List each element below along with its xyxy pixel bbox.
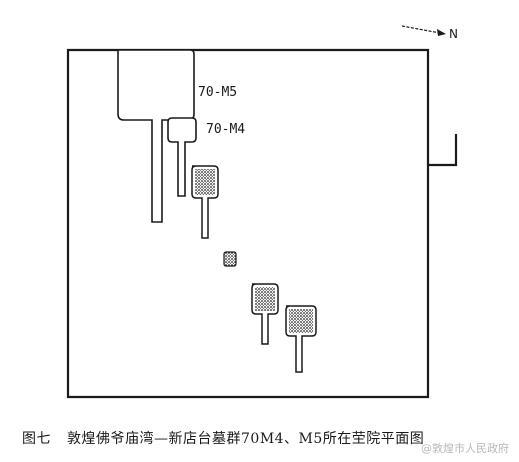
tomb-m4-label: 70-M4 <box>206 122 245 137</box>
figure-title: 敦煌佛爷庙湾—新店台墓群70M4、M5所在茔院平面图 <box>67 431 425 447</box>
north-arrow-label: N <box>449 27 458 41</box>
tomb-hatched-2 <box>251 283 279 345</box>
tomb-hatched-3 <box>285 305 317 373</box>
figure-number: 图七 <box>22 431 51 447</box>
tomb-m4: 70-M4 <box>167 117 245 197</box>
tomb-m5: 70-M5 <box>117 49 237 223</box>
tomb-hatched-1 <box>191 165 219 239</box>
small-pit <box>223 251 237 267</box>
north-arrow: N <box>401 25 458 41</box>
tomb-m5-label: 70-M5 <box>198 85 237 100</box>
watermark: @敦煌市人民政府 <box>421 442 509 455</box>
figure-caption: 图七敦煌佛爷庙湾—新店台墓群70M4、M5所在茔院平面图 <box>22 428 502 448</box>
courtyard-wall <box>66 48 458 399</box>
